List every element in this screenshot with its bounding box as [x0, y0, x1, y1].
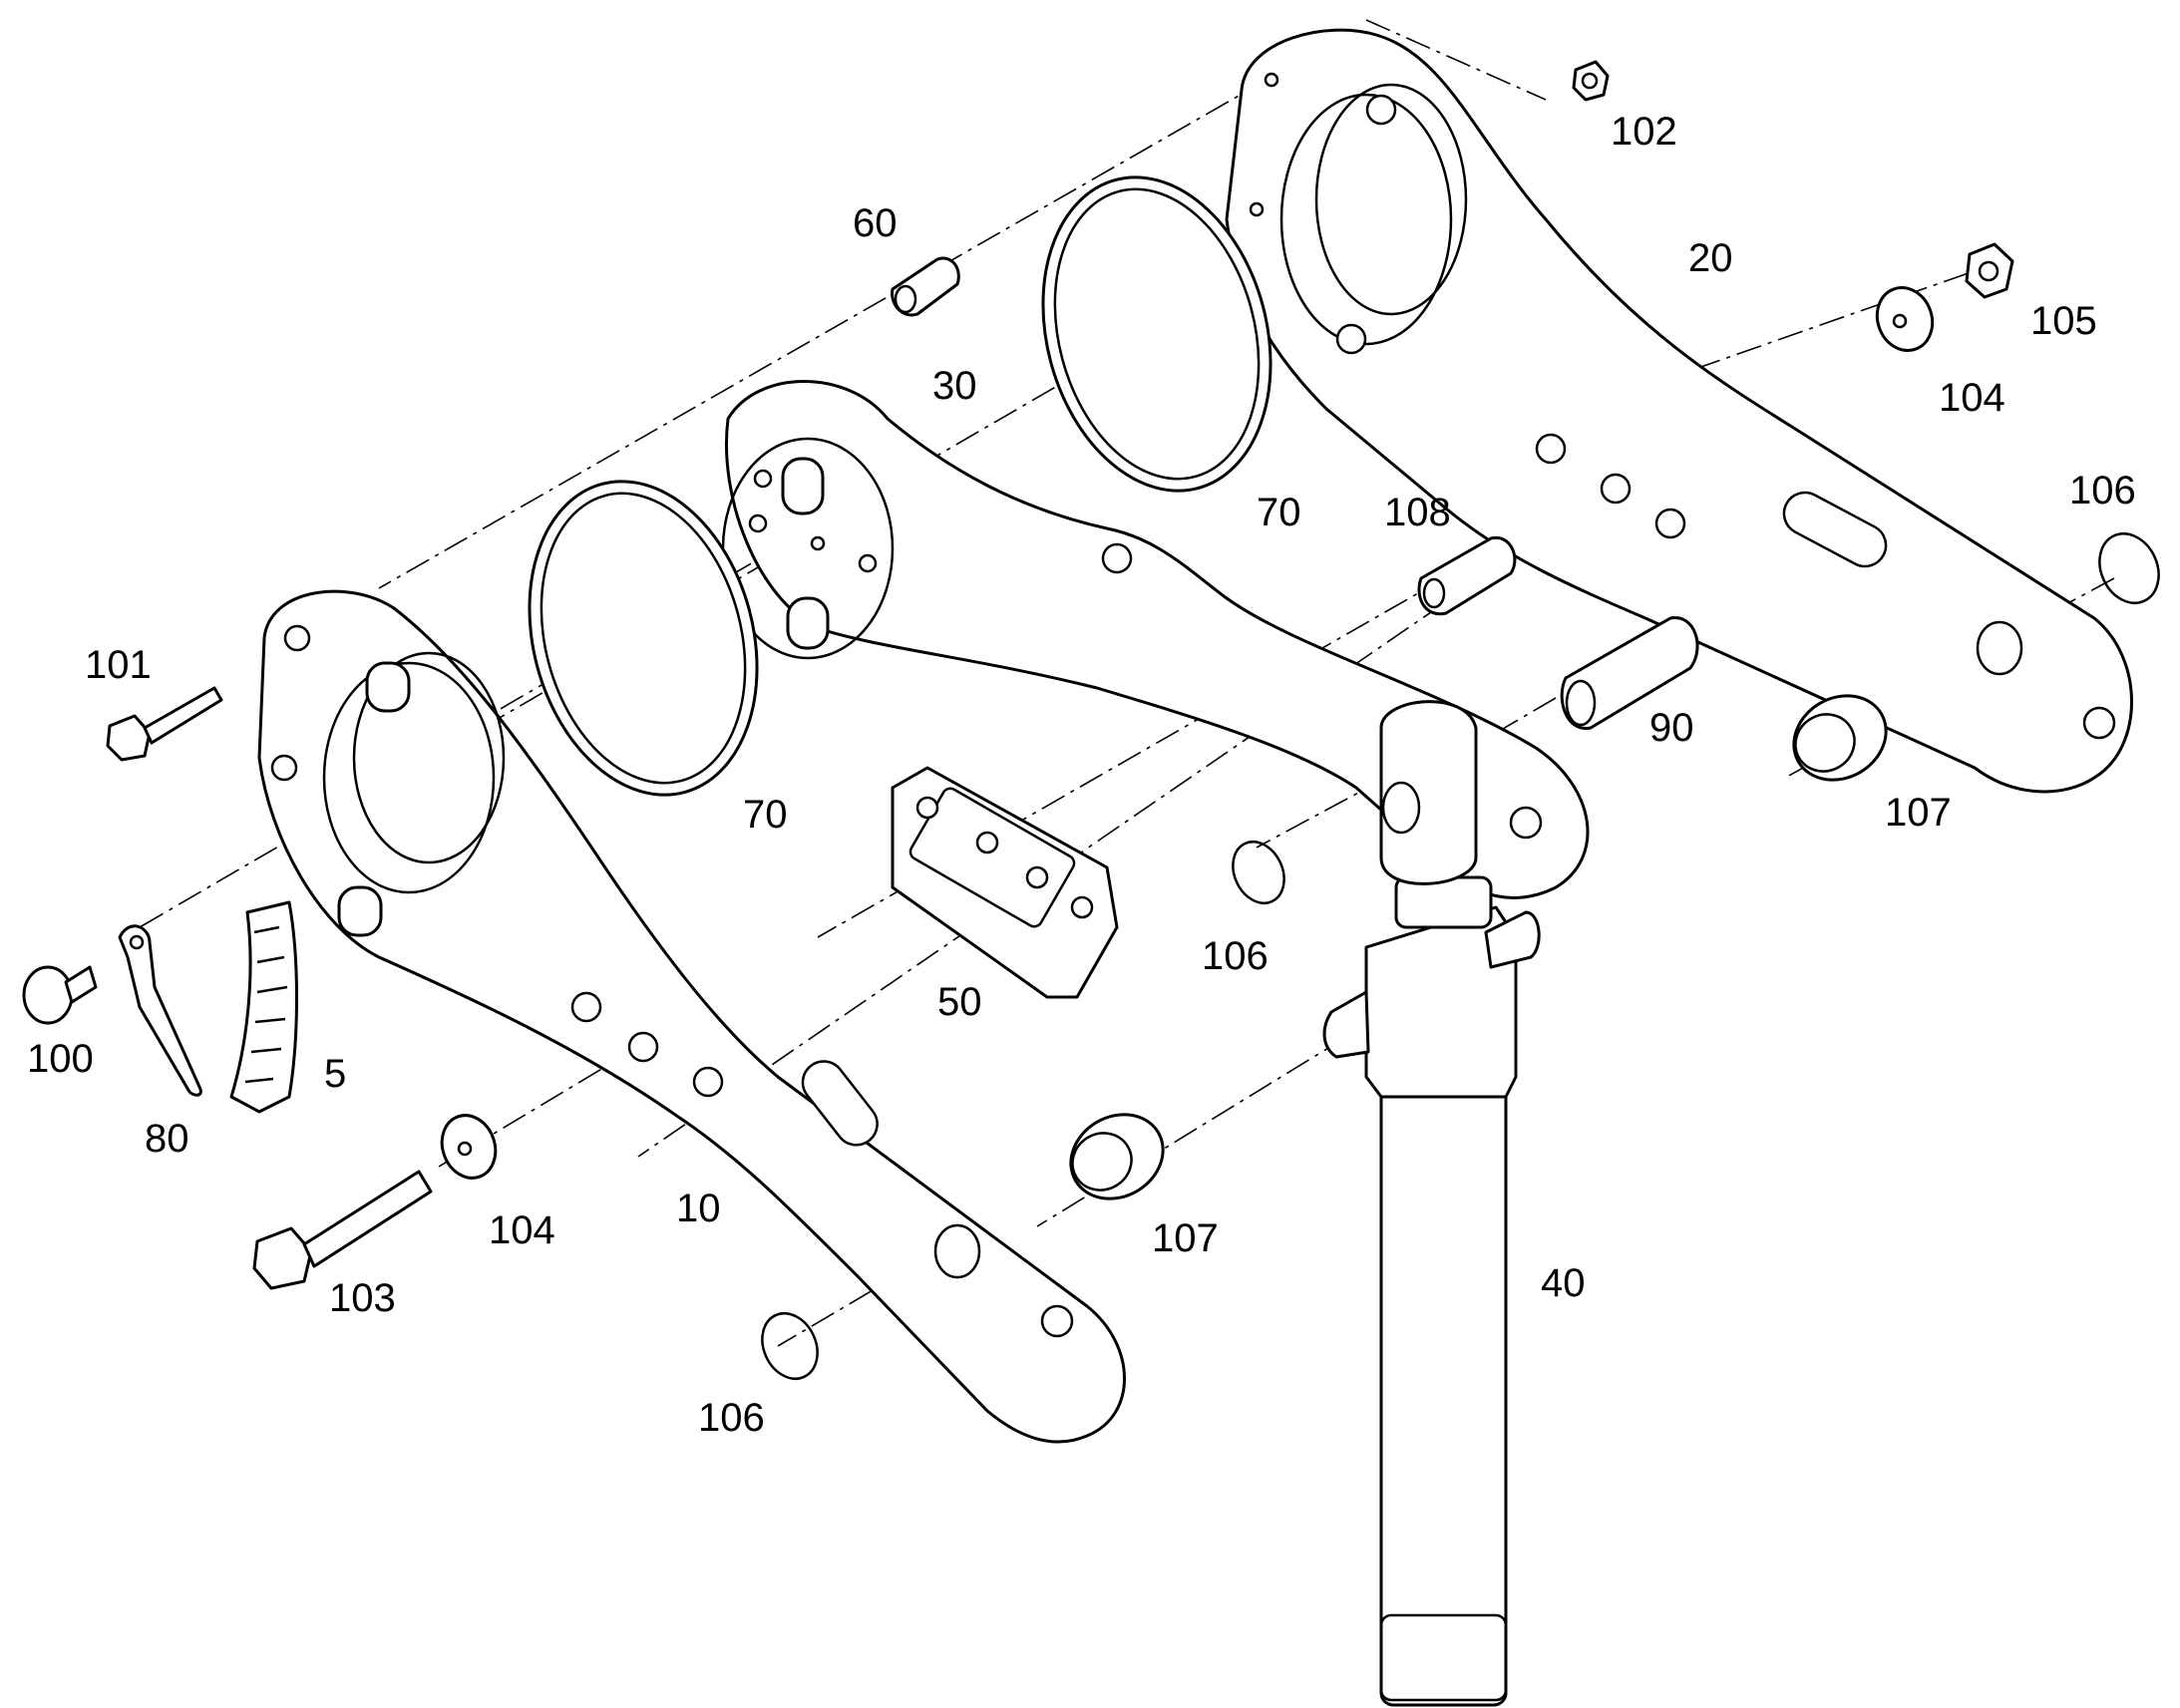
callout-50: 50 — [937, 980, 982, 1024]
circlip-106-middle — [1232, 841, 1285, 904]
callout-106-right: 106 — [2069, 469, 2136, 512]
gasket-70-rear — [1041, 175, 1272, 493]
spacer-60 — [891, 256, 960, 317]
linkage-30 — [721, 380, 1590, 899]
callout-101: 101 — [85, 643, 152, 687]
callout-105: 105 — [2030, 299, 2097, 343]
arm-20 — [1225, 28, 2133, 794]
bushing-107-right — [1792, 694, 1888, 782]
callout-10: 10 — [676, 1187, 721, 1230]
bolt-103 — [252, 1170, 433, 1290]
callout-labels: 102 60 20 105 30 104 106 70 108 101 90 1… — [27, 110, 2136, 1440]
callout-104-right: 104 — [1939, 376, 2005, 420]
circlip-106-left — [761, 1312, 819, 1380]
callout-60: 60 — [853, 201, 898, 245]
screw-101 — [106, 686, 223, 762]
callout-30: 30 — [932, 364, 977, 408]
callout-104-left: 104 — [489, 1208, 555, 1252]
knob-100 — [22, 965, 98, 1025]
arm-10 — [257, 589, 1126, 1444]
callout-20: 20 — [1688, 236, 1733, 280]
callout-100: 100 — [27, 1037, 94, 1081]
bushing-107-left — [1069, 1113, 1165, 1200]
gasket-70-front — [528, 480, 759, 797]
nut-105 — [1965, 242, 2014, 299]
callout-102: 102 — [1611, 110, 1677, 154]
callout-103: 103 — [329, 1276, 396, 1320]
spacer-108 — [1417, 535, 1517, 616]
callout-107-right: 107 — [1885, 791, 1952, 835]
callout-106-left: 106 — [698, 1396, 765, 1440]
scale-5 — [229, 900, 298, 1114]
block-50 — [891, 766, 1119, 999]
callout-5: 5 — [324, 1052, 346, 1096]
callout-106-middle: 106 — [1202, 934, 1269, 978]
callout-90: 90 — [1649, 706, 1694, 750]
callout-80: 80 — [145, 1117, 189, 1161]
pointer-80 — [118, 924, 202, 1097]
nut-102 — [1572, 60, 1610, 102]
callout-70-rear: 70 — [1257, 491, 1301, 534]
callout-108: 108 — [1384, 491, 1451, 534]
washer-104-right — [1875, 286, 1935, 352]
circlip-106-right — [2098, 532, 2160, 604]
callout-40: 40 — [1541, 1261, 1586, 1305]
callout-107-left: 107 — [1152, 1216, 1219, 1260]
column-40 — [1322, 700, 1541, 1707]
pin-90 — [1560, 616, 1699, 730]
washer-104-left — [440, 1114, 498, 1180]
callout-70-front: 70 — [743, 793, 788, 837]
